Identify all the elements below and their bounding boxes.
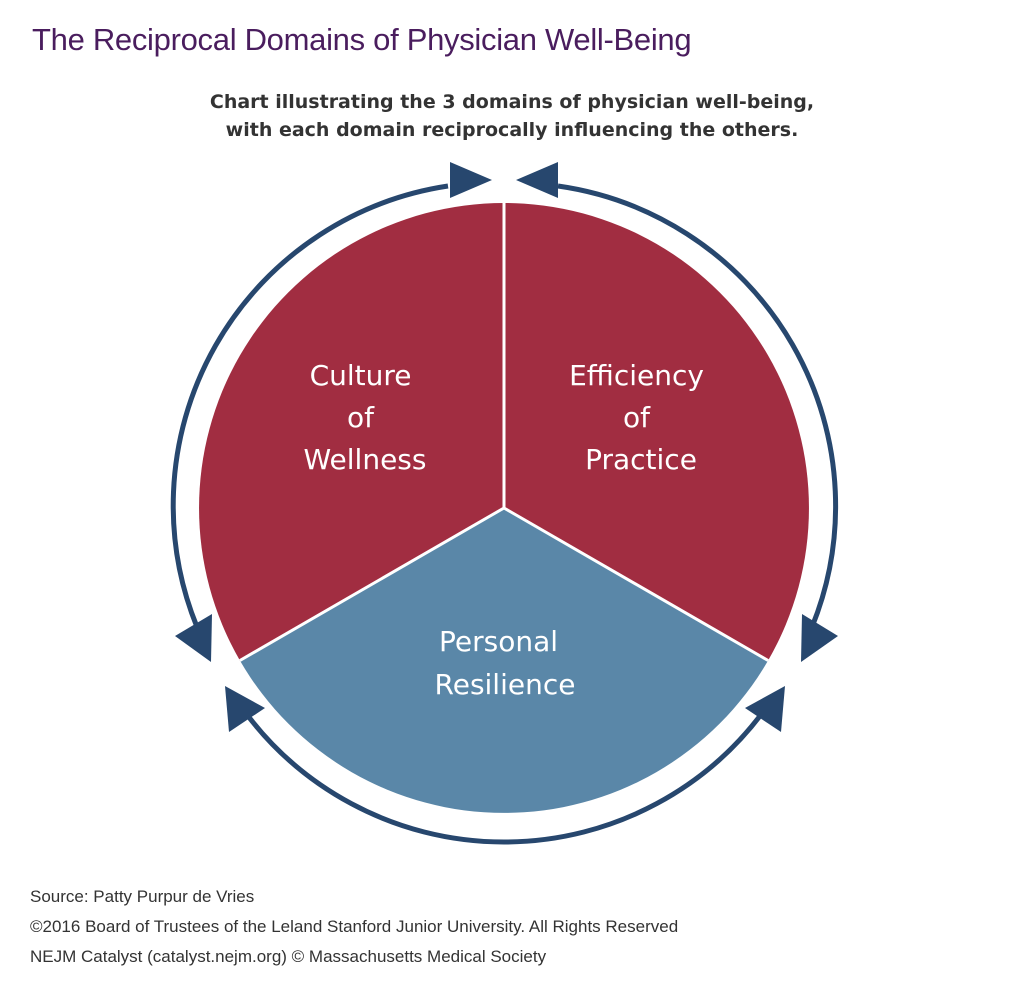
label-line: of	[623, 401, 651, 434]
reciprocal-arrows	[170, 162, 839, 845]
segment-personal-resilience	[239, 508, 769, 813]
label-efficiency-of-practice: Efficiency of Practice	[569, 359, 713, 476]
source-line: Source: Patty Purpur de Vries	[30, 887, 255, 906]
footer-credits: Source: Patty Purpur de Vries ©2016 Boar…	[30, 882, 678, 972]
arc-arrow-left	[170, 183, 449, 628]
arrowhead-top-left-icon	[450, 162, 492, 198]
arrowhead-left-icon	[175, 614, 212, 662]
page-title: The Reciprocal Domains of Physician Well…	[32, 22, 692, 57]
label-line: Wellness	[304, 443, 427, 476]
domain-segments	[199, 203, 809, 813]
segment-efficiency-of-practice	[504, 203, 809, 661]
label-personal-resilience: Personal Resilience	[435, 625, 576, 701]
arrowhead-bottom-left-icon	[225, 686, 265, 732]
divider-line	[503, 506, 769, 662]
publisher-line: NEJM Catalyst (catalyst.nejm.org) © Mass…	[30, 947, 547, 966]
label-line: Resilience	[435, 668, 576, 701]
arrowhead-bottom-right-icon	[745, 686, 785, 732]
arc-arrow-right	[557, 183, 839, 628]
caption-line-1: Chart illustrating the 3 domains of phys…	[209, 91, 815, 113]
label-line: Culture	[310, 359, 412, 392]
arrowhead-right-icon	[801, 614, 838, 662]
label-line: Practice	[585, 443, 697, 476]
copyright-line: ©2016 Board of Trustees of the Leland St…	[30, 917, 679, 936]
segment-culture-of-wellness	[199, 203, 504, 661]
label-culture-of-wellness: Culture of Wellness	[304, 359, 427, 476]
label-line: Personal	[439, 625, 558, 658]
arc-arrow-bottom	[242, 710, 766, 845]
arrowhead-top-right-icon	[516, 162, 558, 198]
caption-line-2: with each domain reciprocally influencin…	[225, 119, 799, 141]
label-line: of	[347, 401, 375, 434]
divider-line	[239, 506, 505, 662]
label-line: Efficiency	[569, 359, 704, 392]
diagram-caption: Chart illustrating the 3 domains of phys…	[0, 88, 1024, 144]
